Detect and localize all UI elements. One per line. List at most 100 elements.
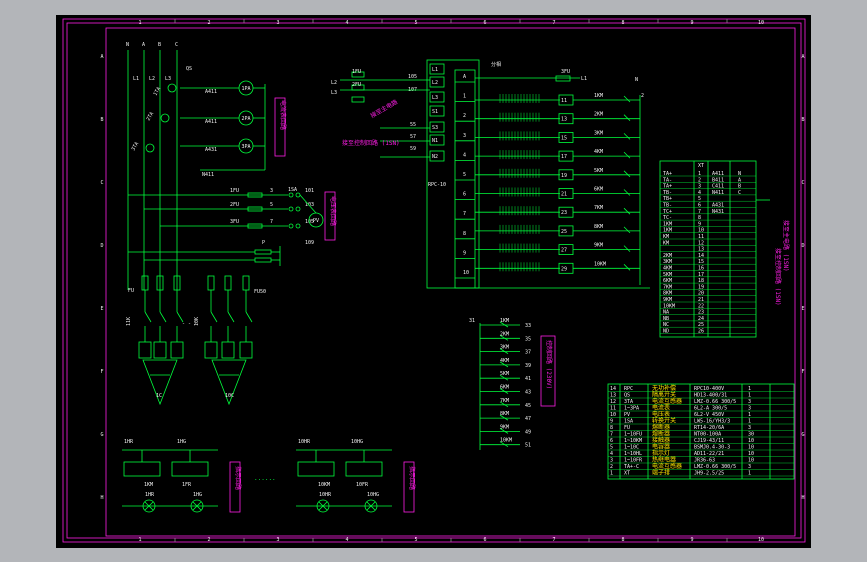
ct-input-note2: 接至主电路 — [369, 98, 399, 120]
rpc-input-label: S3 — [432, 125, 438, 131]
bom-cell: 2 — [610, 464, 613, 470]
bom-cell: 1 — [610, 471, 613, 477]
lamp-name: 10HG — [367, 492, 379, 498]
rpc-slot-label: 7 — [463, 211, 466, 217]
grid-row-label-right: A — [801, 54, 804, 60]
coil-label: 9KM — [500, 424, 509, 430]
bom-cell: JH9-2.5/25 — [694, 471, 724, 477]
capacitor-label: 10C — [225, 393, 234, 399]
terminal-side-label: 接至控制回路 (1SN) — [774, 248, 782, 306]
grid-col-label-top: 2 — [207, 20, 210, 26]
terminal-cell: 9KM — [663, 297, 672, 303]
bom-cell: LMZ-0.66 300/5 — [694, 464, 736, 470]
grid-col-label-top: 9 — [690, 20, 693, 26]
grid-row-label-right: D — [801, 243, 804, 249]
grid-col-label-top: 3 — [276, 20, 279, 26]
bom-cell: 电压表 — [652, 410, 670, 418]
switch-contact — [288, 223, 294, 229]
bom-cell: 11 — [610, 406, 616, 412]
bom-cell: 10 — [610, 412, 616, 418]
coil-label: 3KM — [500, 345, 509, 351]
lamp-label: 1FR — [182, 482, 192, 488]
contactor-coil — [170, 341, 184, 359]
terminal-cell: A431 — [712, 203, 724, 209]
switch-contact — [295, 206, 301, 212]
phase-label: A — [142, 42, 145, 48]
coil-contact — [499, 348, 509, 354]
terminal-cell: NB — [663, 316, 669, 322]
line-label: L3 — [165, 76, 171, 82]
grid-col-label-top: 7 — [552, 20, 555, 26]
grid-row-label-left: F — [100, 369, 103, 375]
bom-cell: 指示灯 — [652, 449, 670, 457]
coil-node: 51 — [525, 443, 531, 449]
rpc-input-terminal — [429, 91, 445, 103]
bom-cell: 1 — [748, 386, 751, 392]
coil-contact — [499, 361, 509, 368]
terminal-cell: B411 — [712, 177, 724, 183]
coil-start: 31 — [469, 318, 475, 324]
terminal-cell: 10KM — [663, 303, 675, 309]
terminal-cell: 14 — [698, 253, 704, 259]
pv-wire — [299, 194, 317, 214]
terminal-cell: 4 — [698, 190, 701, 196]
grid-col-label-bottom: 2 — [207, 537, 210, 543]
coil-label: 10KM — [500, 438, 512, 444]
terminal-cell: 2 — [698, 177, 701, 183]
relay-coil-label: 4KM — [594, 149, 603, 155]
grid-col-label-top: 6 — [483, 20, 486, 26]
relay-label: 15 — [561, 135, 567, 141]
p-fuse — [254, 257, 272, 263]
bom-cell: 30 — [748, 432, 754, 438]
grid-col-label-top: 4 — [345, 20, 348, 26]
terminal-cell: 6KM — [663, 278, 672, 284]
terminal-cell: 10 — [698, 228, 704, 234]
terminal-cell: 23 — [698, 310, 704, 316]
rpc-title: RPC-10 — [428, 182, 446, 188]
switch-contact — [288, 192, 294, 198]
fu-label: FU — [128, 288, 134, 294]
grid-row-label-left: B — [100, 117, 103, 123]
coil-contact — [499, 414, 509, 421]
ct-label: 1TA — [153, 86, 163, 97]
l1-label: L1 — [581, 76, 587, 82]
terminal-cell: N — [738, 171, 741, 177]
ammeter-node: A431 — [205, 147, 217, 153]
fuse-node: 5 — [270, 202, 273, 208]
grid-col-label-bottom: 5 — [414, 537, 417, 543]
p-fuse — [254, 249, 272, 255]
drawing-frame — [105, 27, 796, 537]
terminal-cell: TB+ — [663, 196, 672, 202]
relay-label: 11 — [561, 98, 567, 104]
bom-cell: 6L2-A 300/5 — [694, 406, 727, 412]
bom-cell: JR36-63 — [694, 458, 715, 464]
bom-cell: 3 — [748, 399, 751, 405]
bom-cell: 10 — [748, 438, 754, 444]
contactor-contact — [227, 311, 235, 323]
coil-node: 41 — [525, 376, 531, 382]
terminal-cell: NA — [663, 310, 669, 316]
bom-table — [607, 383, 795, 480]
drawing-sheet[interactable] — [56, 15, 811, 548]
ammeter-node: A411 — [205, 89, 217, 95]
rpc-slot-label: 5 — [463, 172, 466, 178]
bom-cell: 1~10FR — [624, 458, 643, 464]
terminal-cell: NC — [663, 322, 669, 328]
grid-row-label-left: G — [100, 432, 103, 438]
lamp-x — [192, 501, 202, 511]
coil-contact — [499, 401, 509, 408]
lamp-label: 10FR — [356, 482, 369, 488]
contactor-label: 11K — [126, 317, 132, 326]
relay-contact — [623, 114, 631, 121]
terminal-cell: TA+ — [663, 171, 672, 177]
rpc-slot-label: 6 — [463, 192, 466, 198]
rpc-input-terminal — [429, 134, 445, 146]
lamp-label-top: 10HG — [351, 439, 363, 445]
lamp-x — [144, 501, 154, 511]
lamp-relay — [345, 461, 383, 477]
bom-cell: RT14-20/6A — [694, 425, 724, 431]
rpc-slot-label: 9 — [463, 250, 466, 256]
lamp-relay — [123, 461, 161, 477]
contactor-coil — [221, 341, 235, 359]
